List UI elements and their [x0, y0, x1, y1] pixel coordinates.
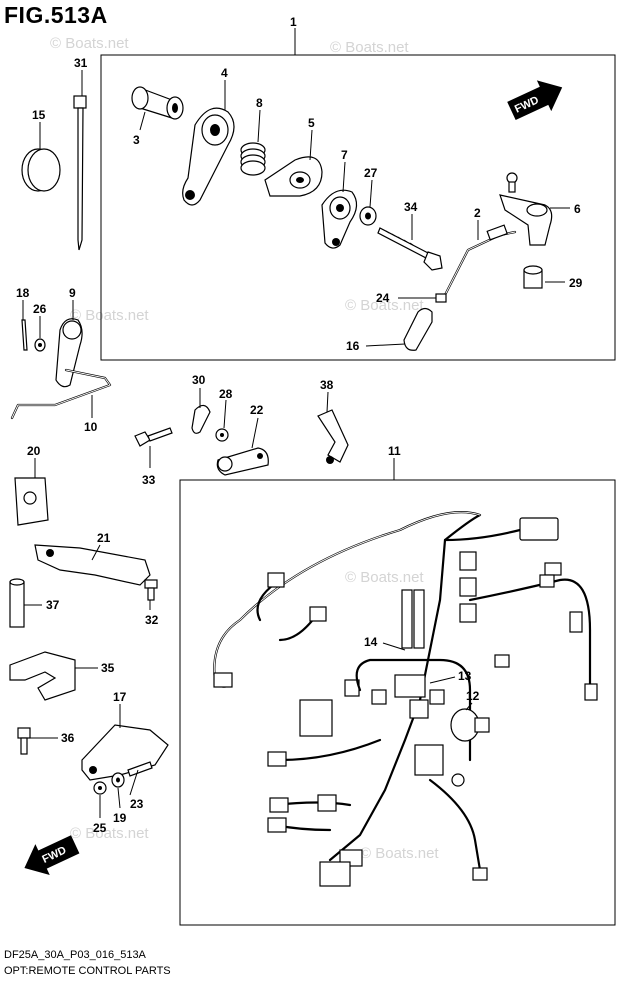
callout-6: 6: [574, 202, 581, 216]
callout-13: 13: [458, 669, 472, 683]
part-23-stud: [127, 761, 153, 777]
callout-35: 35: [101, 661, 115, 675]
part-30-clip: [191, 404, 211, 434]
part-5-cam: [264, 156, 323, 197]
part-21-bracket: [34, 544, 151, 586]
part-24-nut: [435, 293, 447, 303]
part-12-sensor: [450, 708, 490, 742]
leader-lines: [22, 70, 570, 818]
part-27-washer: [359, 206, 377, 226]
watermark: © Boats.net: [345, 569, 424, 586]
callout-30: 30: [192, 373, 206, 387]
callout-5: 5: [308, 116, 315, 130]
callout-labels: 1 4 8 5 3 7 27 34 2 6 29 24 16 31 15 18 …: [16, 15, 583, 835]
watermark: © Boats.net: [345, 297, 424, 314]
callout-14: 14: [364, 635, 378, 649]
part-15-grommet: [21, 148, 61, 192]
watermark: © Boats.net: [360, 845, 439, 862]
callout-1: 1: [290, 15, 297, 29]
callout-8: 8: [256, 96, 263, 110]
callout-33: 33: [142, 473, 156, 487]
harness-11-frame: [179, 479, 616, 926]
part-11-wiring-harness: [213, 511, 598, 887]
watermark: © Boats.net: [50, 35, 129, 52]
callout-9: 9: [69, 286, 76, 300]
callout-36: 36: [61, 731, 75, 745]
callout-7: 7: [341, 148, 348, 162]
callout-23: 23: [130, 797, 144, 811]
callout-16: 16: [346, 339, 360, 353]
part-4-lever: [182, 107, 235, 206]
figure-caption: OPT:REMOTE CONTROL PARTS: [4, 965, 171, 977]
part-2-link-rod: [443, 224, 517, 297]
fwd-arrow-top: FWD: [507, 80, 563, 121]
part-26-washer: [34, 338, 46, 352]
figure-code: DF25A_30A_P03_016_513A: [4, 949, 146, 961]
part-7-shift-lever: [321, 189, 358, 249]
part-28-washer: [215, 428, 229, 442]
figure-title: FIG.513A: [4, 2, 108, 28]
callout-37: 37: [46, 598, 60, 612]
callout-2: 2: [474, 206, 481, 220]
callout-38: 38: [320, 378, 334, 392]
callout-27: 27: [364, 166, 378, 180]
callout-29: 29: [569, 276, 583, 290]
callout-4: 4: [221, 66, 228, 80]
callout-12: 12: [466, 689, 480, 703]
callout-15: 15: [32, 108, 46, 122]
part-25-nut: [93, 781, 107, 795]
part-16-joint: [403, 307, 433, 351]
part-20-pad: [14, 477, 49, 526]
callout-32: 32: [145, 613, 159, 627]
part-37-sleeve: [9, 578, 25, 628]
part-9-lever: [55, 318, 83, 388]
part-18-cotter-pin: [21, 319, 28, 351]
callout-28: 28: [219, 387, 233, 401]
part-22-link: [216, 447, 269, 476]
part-31-cable-tie: [73, 95, 87, 251]
assembly-1-frame: [100, 54, 616, 361]
callout-25: 25: [93, 821, 107, 835]
callout-26: 26: [33, 302, 47, 316]
callout-3: 3: [133, 133, 140, 147]
callout-18: 18: [16, 286, 30, 300]
part-36-bolt: [17, 727, 31, 755]
part-8-spring: [240, 142, 266, 176]
callout-10: 10: [84, 420, 98, 434]
callout-11: 11: [388, 444, 401, 458]
part-10-rod: [10, 368, 112, 420]
callout-22: 22: [250, 403, 264, 417]
part-38-clamp: [317, 409, 349, 464]
part-32-screw: [144, 579, 158, 601]
watermark: © Boats.net: [70, 825, 149, 842]
callout-24: 24: [376, 291, 390, 305]
watermark: © Boats.net: [330, 39, 409, 56]
watermarks: © Boats.net © Boats.net © Boats.net © Bo…: [50, 35, 439, 862]
part-33-bolt: [134, 427, 173, 447]
callout-21: 21: [97, 531, 111, 545]
callout-20: 20: [27, 444, 41, 458]
callout-19: 19: [113, 811, 127, 825]
part-35-plate: [9, 651, 76, 701]
part-19-washer: [111, 772, 125, 788]
part-3-bushing: [131, 86, 184, 120]
fwd-arrow-bottom: FWD: [24, 835, 80, 875]
part-34-bolt: [377, 227, 443, 271]
callout-31: 31: [74, 56, 88, 70]
part-29-collar: [523, 265, 543, 289]
part-17-bracket: [81, 724, 169, 781]
watermark: © Boats.net: [70, 307, 149, 324]
callout-17: 17: [113, 690, 127, 704]
callout-34: 34: [404, 200, 418, 214]
part-6-lever: [499, 172, 553, 246]
